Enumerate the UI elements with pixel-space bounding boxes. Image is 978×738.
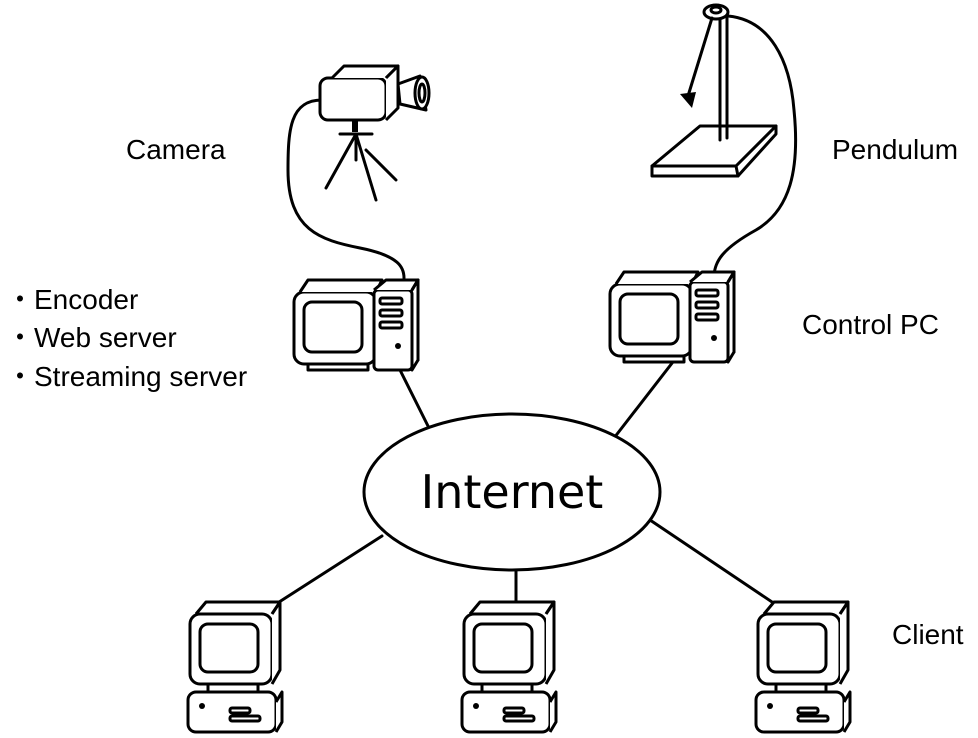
link-server-internet [396,364,432,432]
server-role-encoder: ・Encoder [6,284,138,315]
client-label: Client [892,619,964,650]
server-role-web-server: ・Web server [6,322,177,353]
link-internet-client-left [274,534,384,606]
pendulum-label: Pendulum [832,134,958,165]
internet-node: Internet [362,412,662,572]
link-internet-client-right [648,518,780,608]
server-pc-icon [292,278,420,372]
client-pc-left-icon [186,600,284,734]
control-pc-icon [608,270,736,364]
link-control-internet [612,356,678,440]
camera-icon [318,64,431,202]
pendulum-cable [712,14,798,276]
client-pc-center-icon [460,600,558,734]
camera-cable [286,98,406,280]
server-roles-list: ・Encoder ・Web server ・Streaming server [6,284,247,392]
server-role-streaming-server: ・Streaming server [6,361,247,392]
pendulum-icon [650,3,778,178]
control-pc-label: Control PC [802,309,939,340]
camera-label: Camera [126,134,226,165]
client-pc-right-icon [754,600,852,734]
internet-label: Internet [421,465,604,519]
connections [274,14,798,608]
